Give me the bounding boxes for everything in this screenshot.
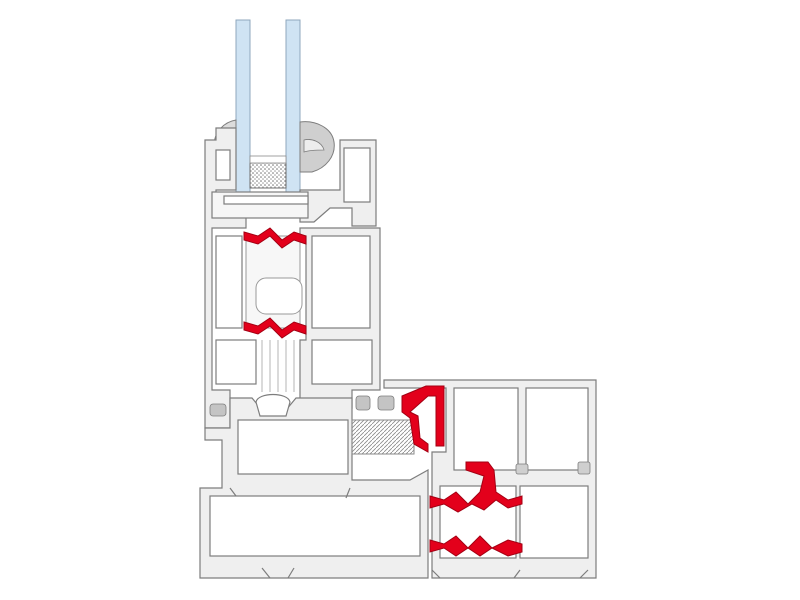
frame-outer-chamber-2	[209, 495, 421, 557]
frame-profile	[199, 379, 597, 579]
glass-pane-outer	[235, 19, 251, 193]
frame-inner-feet	[431, 569, 589, 579]
frame-seal-clip-2	[577, 461, 591, 475]
sash-insulation-bar	[255, 277, 303, 315]
frame-thermal-break-top	[429, 461, 523, 513]
frame-outer-chamber-1	[237, 419, 349, 475]
frame-hook-gasket	[401, 385, 445, 453]
sash-drip-lines	[261, 340, 295, 392]
frame-seal-clip-1	[515, 463, 529, 475]
sash-inner-chamber-2	[311, 339, 373, 385]
sash-thermal-breaks	[243, 227, 307, 339]
frame-drainage-slot	[255, 393, 291, 417]
inner-glazing-gasket-lip	[303, 139, 325, 153]
sash-seal-left	[209, 403, 227, 417]
frame-outer-feet	[229, 487, 351, 579]
sash-inner-chamber-1	[311, 235, 371, 329]
sash-seal-frame	[377, 395, 395, 411]
frame-thermal-breaks	[401, 385, 523, 557]
glass-setting-block	[223, 195, 309, 205]
sash-outer-chamber-1	[215, 149, 231, 181]
sash-thermal-break-bottom	[243, 317, 307, 339]
glazing-bead-chamber	[343, 147, 371, 203]
frame-insulation-foam	[351, 419, 415, 455]
glass-sealant	[249, 155, 287, 164]
sash-seal-right	[355, 395, 371, 411]
sash-outer-chamber-2	[215, 235, 243, 329]
frame-seals	[515, 461, 591, 475]
glass-pane-inner	[285, 19, 301, 193]
sash-seals	[209, 395, 395, 417]
frame-inner-chamber-3	[519, 485, 589, 559]
frame-inner-chamber-2	[525, 387, 589, 471]
glass-spacer	[249, 162, 287, 189]
sash-thermal-break-top	[243, 227, 307, 249]
insulated-glass-unit	[235, 19, 301, 193]
frame-inner-chamber-1	[453, 387, 519, 471]
sash-outer-chamber-3	[215, 339, 257, 385]
frame-thermal-break-bottom	[429, 535, 523, 557]
